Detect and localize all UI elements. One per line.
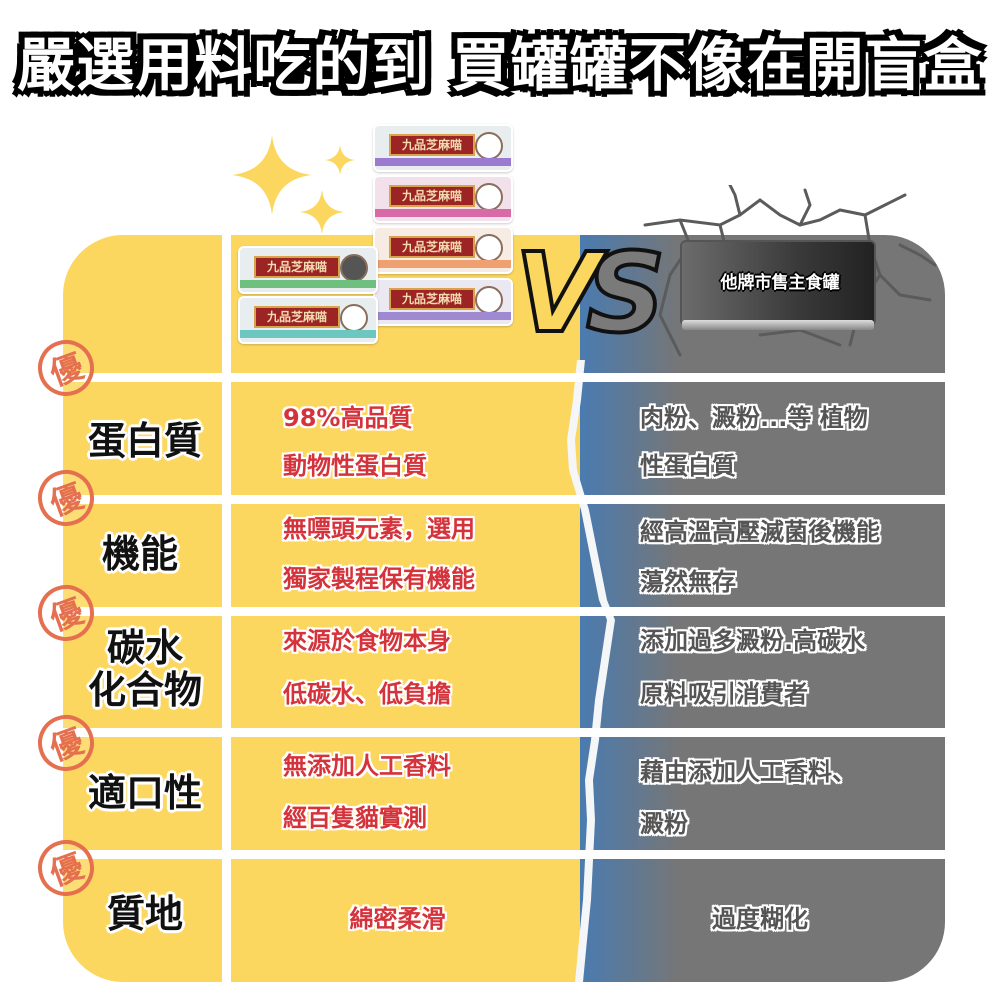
row-divider — [63, 728, 945, 737]
theirs-texture: 過度糊化 — [712, 905, 808, 933]
theirs-function-line2: 蕩然無存 — [640, 568, 736, 596]
row-divider — [63, 495, 945, 504]
crack-decoration — [643, 185, 937, 357]
row-label-function: 機能 — [101, 532, 178, 576]
ours-palatability-line1: 無添加人工香料 — [283, 752, 451, 780]
row-divider — [63, 607, 945, 616]
row-divider — [63, 850, 945, 859]
theirs-palatability-line1: 藉由添加人工香料、 — [640, 758, 856, 786]
row-label-carbohydrate: 碳水 化合物 — [87, 626, 202, 712]
product-can: 九品芝麻喵 — [373, 226, 513, 274]
vs-badge: VS — [513, 229, 667, 357]
sparkle-icon — [232, 135, 312, 215]
product-can: 九品芝麻喵 — [373, 278, 513, 326]
product-can: 九品芝麻喵 — [373, 124, 513, 172]
product-can: 九品芝麻喵 — [373, 175, 513, 223]
ours-texture: 綿密柔滑 — [349, 905, 446, 933]
rival-can-image — [680, 240, 876, 330]
ours-function-line1: 無嘌頭元素，選用 — [283, 515, 475, 543]
ours-palatability-line2: 經百隻貓實測 — [283, 804, 427, 832]
product-can: 九品芝麻喵 — [238, 246, 378, 294]
row-label-texture: 質地 — [106, 892, 183, 936]
theirs-palatability-line2: 澱粉 — [640, 810, 688, 838]
row-label-palatability: 適口性 — [87, 771, 202, 815]
torn-edge-divider — [567, 360, 615, 982]
page-title: 嚴選用料吃的到 買罐罐不像在開盲盒 — [16, 30, 983, 101]
ours-carb-line1: 來源於食物本身 — [283, 627, 451, 655]
ours-carb-line2: 低碳水、低負擔 — [283, 680, 451, 708]
theirs-function-line1: 經高溫高壓滅菌後機能 — [640, 518, 880, 546]
sparkle-icon — [300, 190, 344, 234]
theirs-carb-line2: 原料吸引消費者 — [640, 680, 808, 708]
theirs-protein-line2: 性蛋白質 — [640, 452, 736, 480]
ours-protein-line1: 98%高品質 — [283, 404, 413, 432]
row-label-protein: 蛋白質 — [87, 419, 202, 463]
sparkle-icon — [325, 145, 355, 175]
ours-function-line2: 獨家製程保有機能 — [283, 565, 475, 593]
theirs-carb-line1: 添加過多澱粉.高碳水 — [640, 627, 866, 655]
rival-product-title: 他牌市售主食罐 — [720, 273, 840, 293]
product-can: 九品芝麻喵 — [238, 296, 378, 344]
ours-protein-line2: 動物性蛋白質 — [283, 452, 427, 480]
theirs-protein-line1: 肉粉、澱粉...等 植物 — [640, 404, 868, 432]
row-divider — [63, 373, 945, 382]
